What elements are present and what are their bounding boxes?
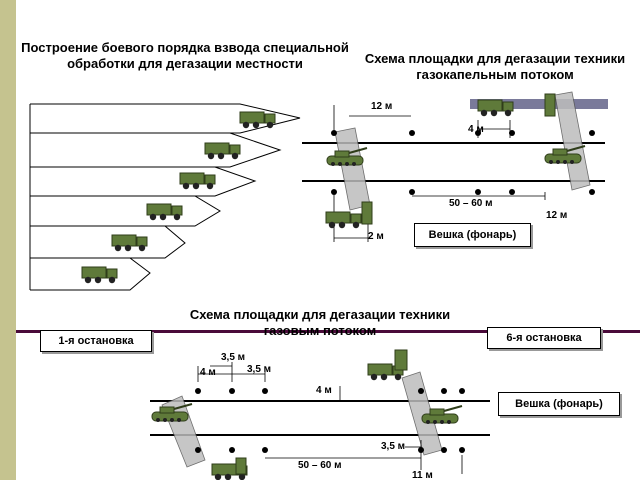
section-divider: [16, 330, 640, 333]
stop-1-label: 1-я остановка: [40, 330, 152, 352]
bottom-site-dimension-lines: [197, 362, 463, 474]
dim-4m-b: 4 м: [316, 385, 332, 396]
dim-50-60m-top: 50 – 60 м: [449, 198, 493, 209]
dim-12m-top: 12 м: [371, 101, 393, 112]
top-site-vehicles: [325, 93, 586, 229]
marker-label-top: Вешка (фонарь): [414, 223, 531, 247]
dim-35m-c: 3,5 м: [381, 441, 406, 452]
formation-diagram: [29, 103, 301, 291]
top-site-posts: [331, 130, 595, 195]
dim-35m-a: 3,5 м: [221, 352, 246, 363]
dim-35m-b: 3,5 м: [247, 364, 272, 375]
top-site-roof-bar: [470, 99, 608, 109]
dim-50-60m-bottom: 50 – 60 м: [298, 460, 342, 471]
sidebar-strip: [0, 0, 16, 480]
dim-11m: 11 м: [412, 470, 433, 481]
dim-4m: 4 м: [468, 124, 484, 135]
left-title: Построение боевого порядка взвода специа…: [21, 40, 349, 71]
dim-4m-a: 4 м: [200, 367, 216, 378]
right-title: Схема площадки для дегазации техники газ…: [364, 51, 626, 82]
bottom-site-vehicles: [151, 349, 463, 480]
bottom-site-posts: [195, 388, 465, 453]
bottom-site-spray-zones: [161, 371, 443, 468]
stop-6-label: 6-я остановка: [487, 327, 601, 349]
marker-label-bottom: Вешка (фонарь): [498, 392, 620, 416]
dim-2m: 2 м: [368, 231, 384, 242]
dim-12m-bottom: 12 м: [546, 210, 568, 221]
bottom-title: Схема площадки для дегазации техники газ…: [189, 307, 451, 338]
